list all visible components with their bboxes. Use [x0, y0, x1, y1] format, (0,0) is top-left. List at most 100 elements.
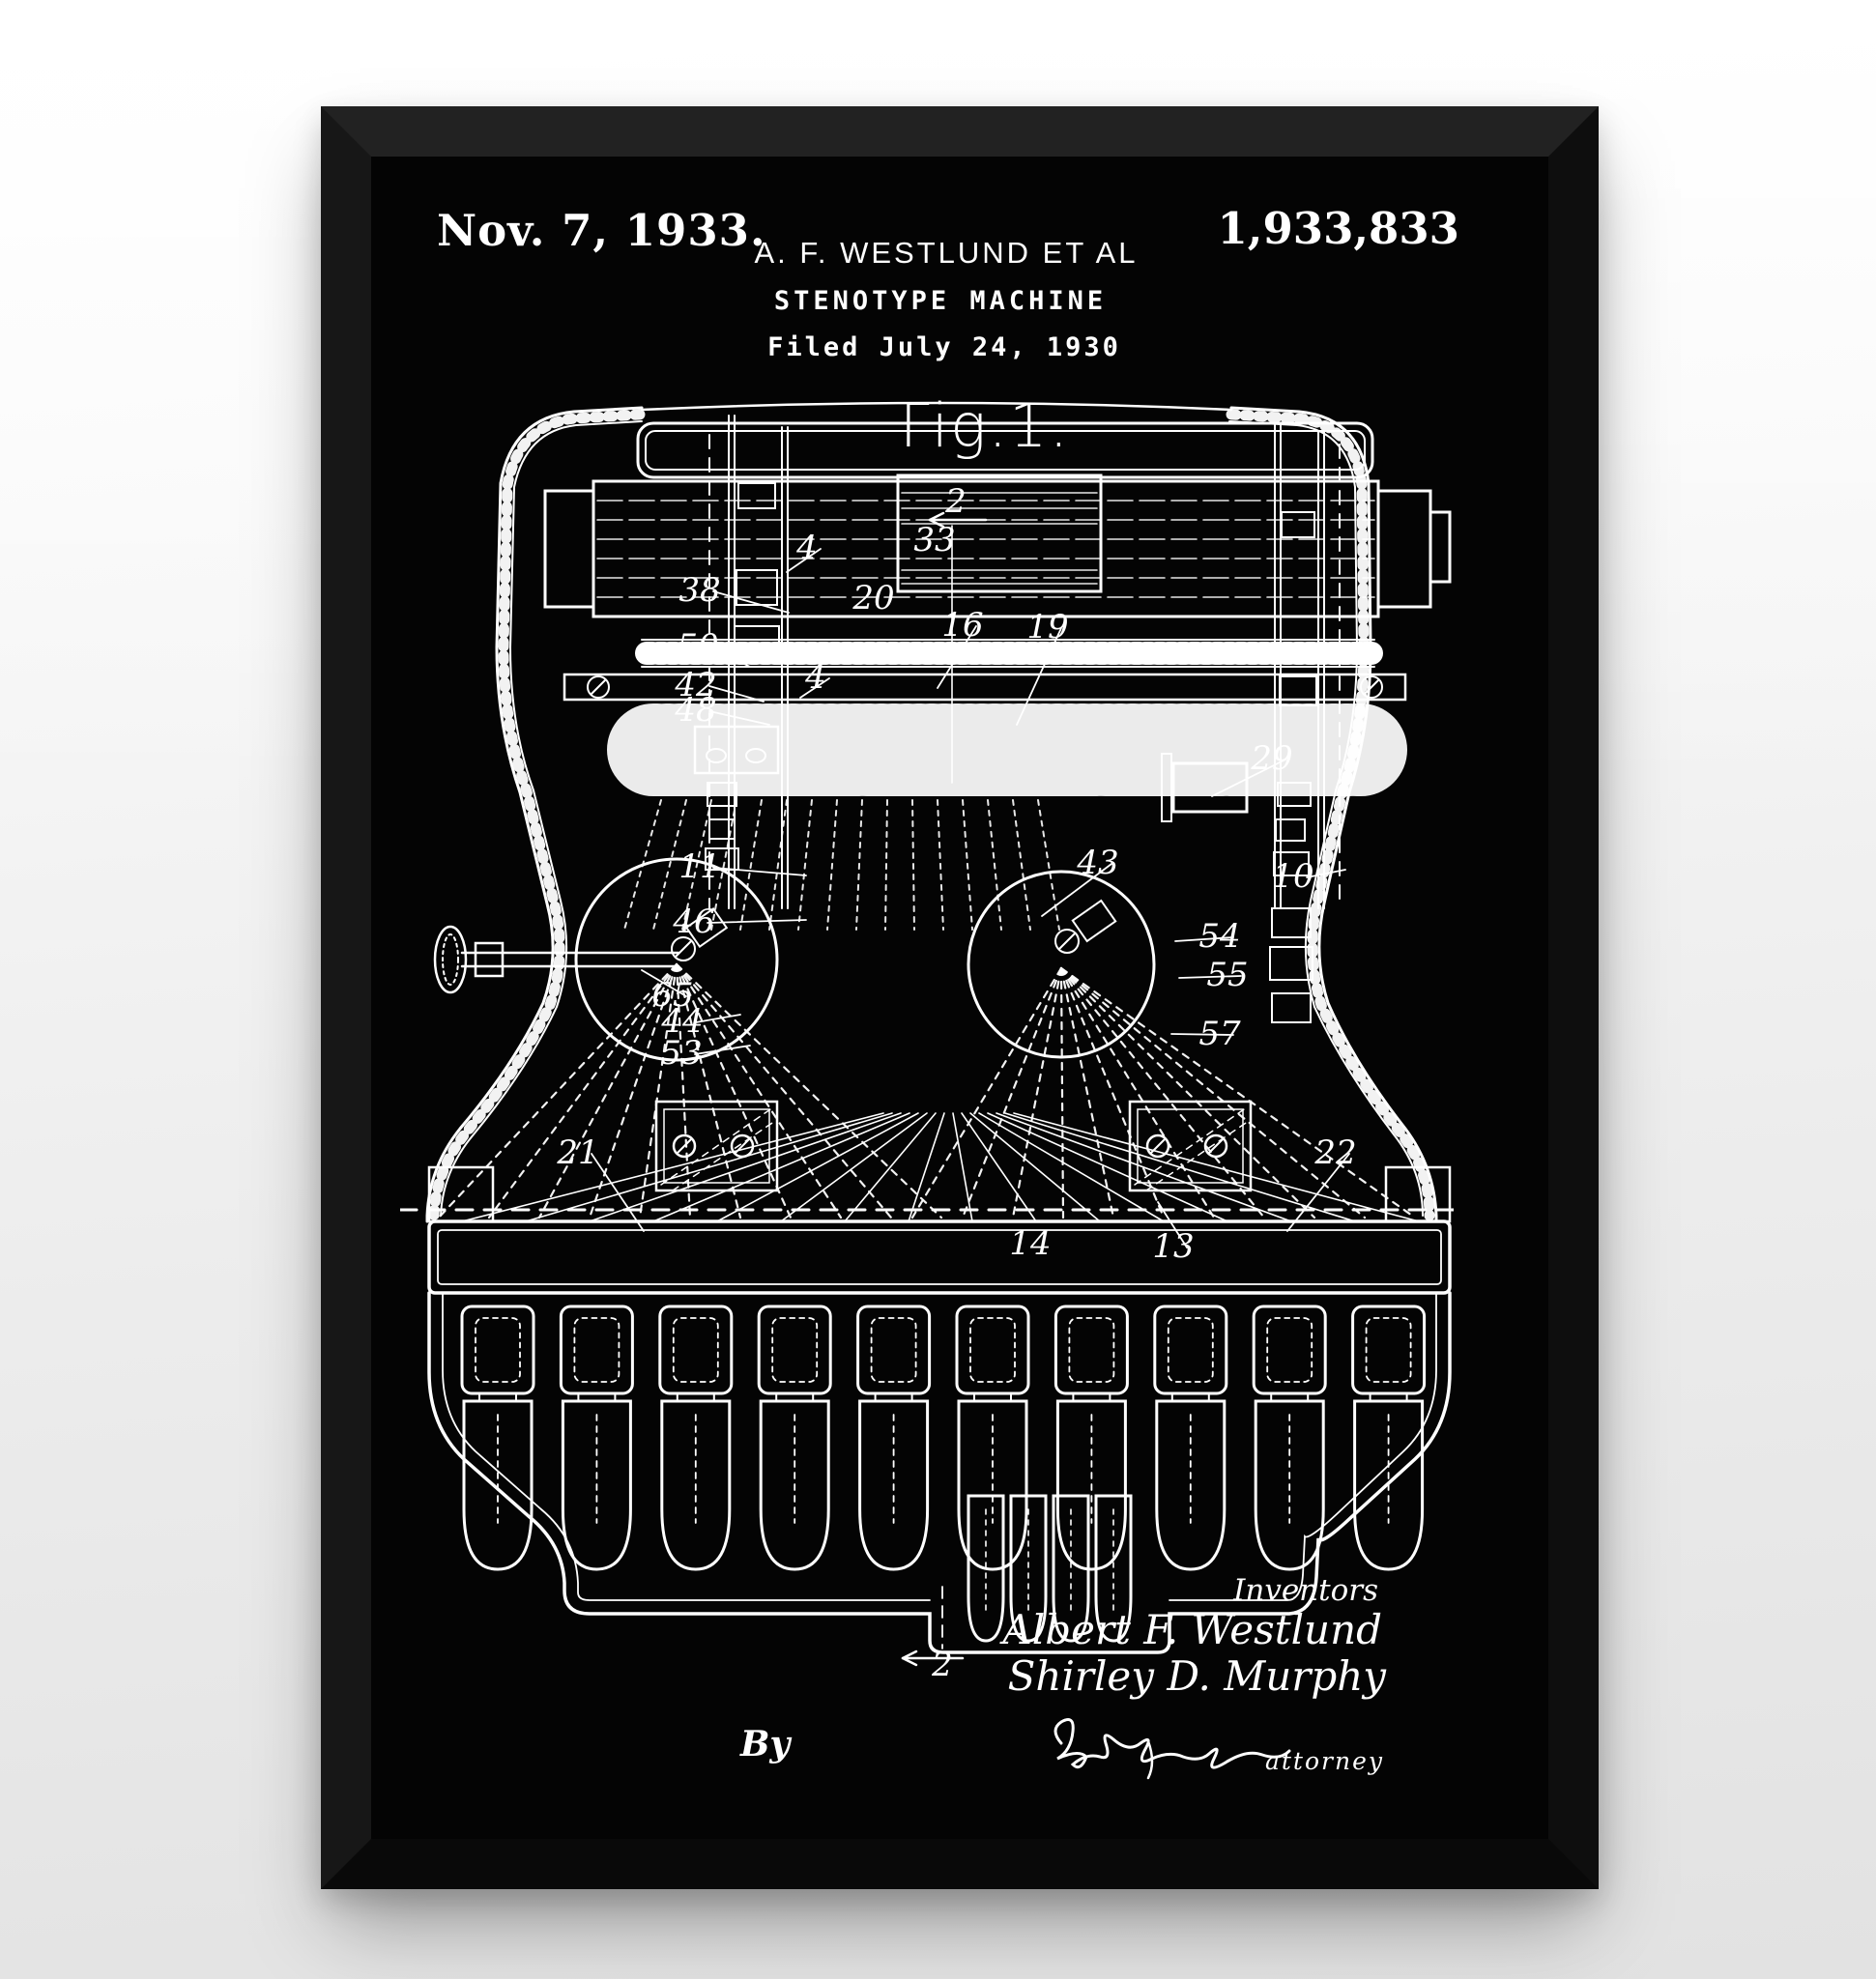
attorney-signature [1053, 1718, 1291, 1780]
stream-line [797, 799, 813, 931]
thumb-key [1094, 1494, 1133, 1643]
part-label: 11 [678, 847, 720, 886]
right-rail [1269, 424, 1341, 1023]
hanger-screw-left [587, 675, 610, 699]
key-lever [952, 1112, 973, 1222]
leader-line [1016, 627, 1062, 726]
fan-line [437, 962, 678, 1219]
part-label: 46 [672, 903, 714, 941]
key-upper [460, 1305, 535, 1395]
leader-line [1041, 863, 1112, 917]
stream-line [884, 799, 888, 931]
picture-frame: Nov. 7, 1933. 1,933,833 A. F. WESTLUND E… [321, 106, 1599, 1889]
inventors-heading: Inventors [1233, 1573, 1378, 1608]
fan-line [1059, 966, 1417, 1219]
platen-knob-right [1429, 510, 1452, 584]
part-label: 33 [913, 521, 955, 559]
key-upper [856, 1305, 932, 1395]
platen-endcap-right [1376, 489, 1432, 609]
leader-line [1306, 869, 1346, 878]
stream-line [652, 799, 687, 931]
leader-line [708, 710, 770, 726]
inventor-name-2: Shirley D. Murphy [1007, 1652, 1386, 1700]
key-upper-inner [1167, 1317, 1214, 1383]
ribbon-spool-box [1171, 761, 1249, 814]
key-lever [780, 1112, 928, 1222]
key-upper [1252, 1305, 1327, 1395]
fan-line [961, 966, 1063, 1219]
fan-line [1059, 966, 1216, 1219]
lever-fans [437, 799, 1417, 1219]
body-outline-top [640, 401, 1233, 412]
key-lever [844, 1112, 937, 1222]
key-upper [1053, 1305, 1129, 1395]
key-lower [1254, 1399, 1325, 1571]
part-label: 44 [660, 1002, 703, 1041]
key-lever [1004, 1112, 1356, 1222]
keyboard-keys [460, 1305, 1427, 1643]
leader-line [786, 548, 822, 573]
key-upper-inner [672, 1317, 719, 1383]
leader-line [1157, 1201, 1188, 1248]
paper-guide-shading [901, 492, 1098, 585]
fan-line [1011, 966, 1063, 1219]
patent-issue-date: Nov. 7, 1933. [437, 205, 766, 256]
key-joint [1072, 1392, 1111, 1402]
leader-line [695, 1014, 741, 1023]
body-outline-right [1229, 406, 1438, 1223]
leader-line [708, 685, 765, 703]
part-label: 16 [941, 606, 983, 645]
fan-line [588, 962, 678, 1219]
by-label: By [740, 1724, 791, 1764]
fan-line [675, 962, 742, 1219]
paper-guide-box [896, 473, 1103, 593]
key-wheel-left [574, 857, 779, 1062]
body-outline-left-inner [440, 420, 643, 1217]
key-lower [957, 1399, 1028, 1571]
part-label: 4 [804, 658, 826, 697]
key-joint [577, 1392, 617, 1402]
key-lever [961, 1112, 1037, 1222]
key-lever [908, 1112, 945, 1222]
fan-line [675, 962, 893, 1219]
stream-line [911, 799, 915, 931]
stream-line [768, 799, 788, 931]
fan-line [1059, 966, 1065, 1219]
leader-line [591, 1153, 645, 1232]
stream-line [855, 799, 863, 931]
fan-line [675, 962, 943, 1219]
key-wheel-right [967, 870, 1156, 1059]
stream-line [1037, 799, 1060, 931]
key-upper [658, 1305, 734, 1395]
key-upper-inner [870, 1317, 917, 1383]
leader-line [712, 867, 807, 876]
hanger-bar [563, 673, 1407, 702]
leader-line [1211, 759, 1286, 797]
part-label: 13 [1152, 1227, 1194, 1266]
fan-line [1059, 966, 1367, 1219]
keyboard-frame-bar [427, 1219, 1452, 1295]
key-joint [676, 1392, 715, 1402]
key-joint [775, 1392, 815, 1402]
key-upper-inner [475, 1317, 521, 1383]
fan-line [1059, 966, 1115, 1219]
key-lower [462, 1399, 534, 1571]
leader-line [710, 646, 751, 668]
leader-line [1286, 1153, 1350, 1232]
part-label: 10 [1272, 857, 1313, 896]
key-upper-inner [573, 1317, 621, 1383]
fan-line [487, 962, 678, 1219]
arrow-top [928, 511, 988, 529]
leader-line [641, 969, 687, 997]
part-label: 54 [1198, 917, 1240, 956]
wheel-hub-right [1054, 899, 1117, 954]
key-joint [874, 1392, 913, 1402]
part-label: 57 [1198, 1015, 1241, 1053]
key-upper [955, 1305, 1030, 1395]
key-lever [969, 1112, 1101, 1222]
key-lower [759, 1399, 830, 1571]
leader-line [937, 625, 977, 689]
part-label: 4 [795, 529, 818, 567]
part-label: 55 [1206, 956, 1248, 994]
